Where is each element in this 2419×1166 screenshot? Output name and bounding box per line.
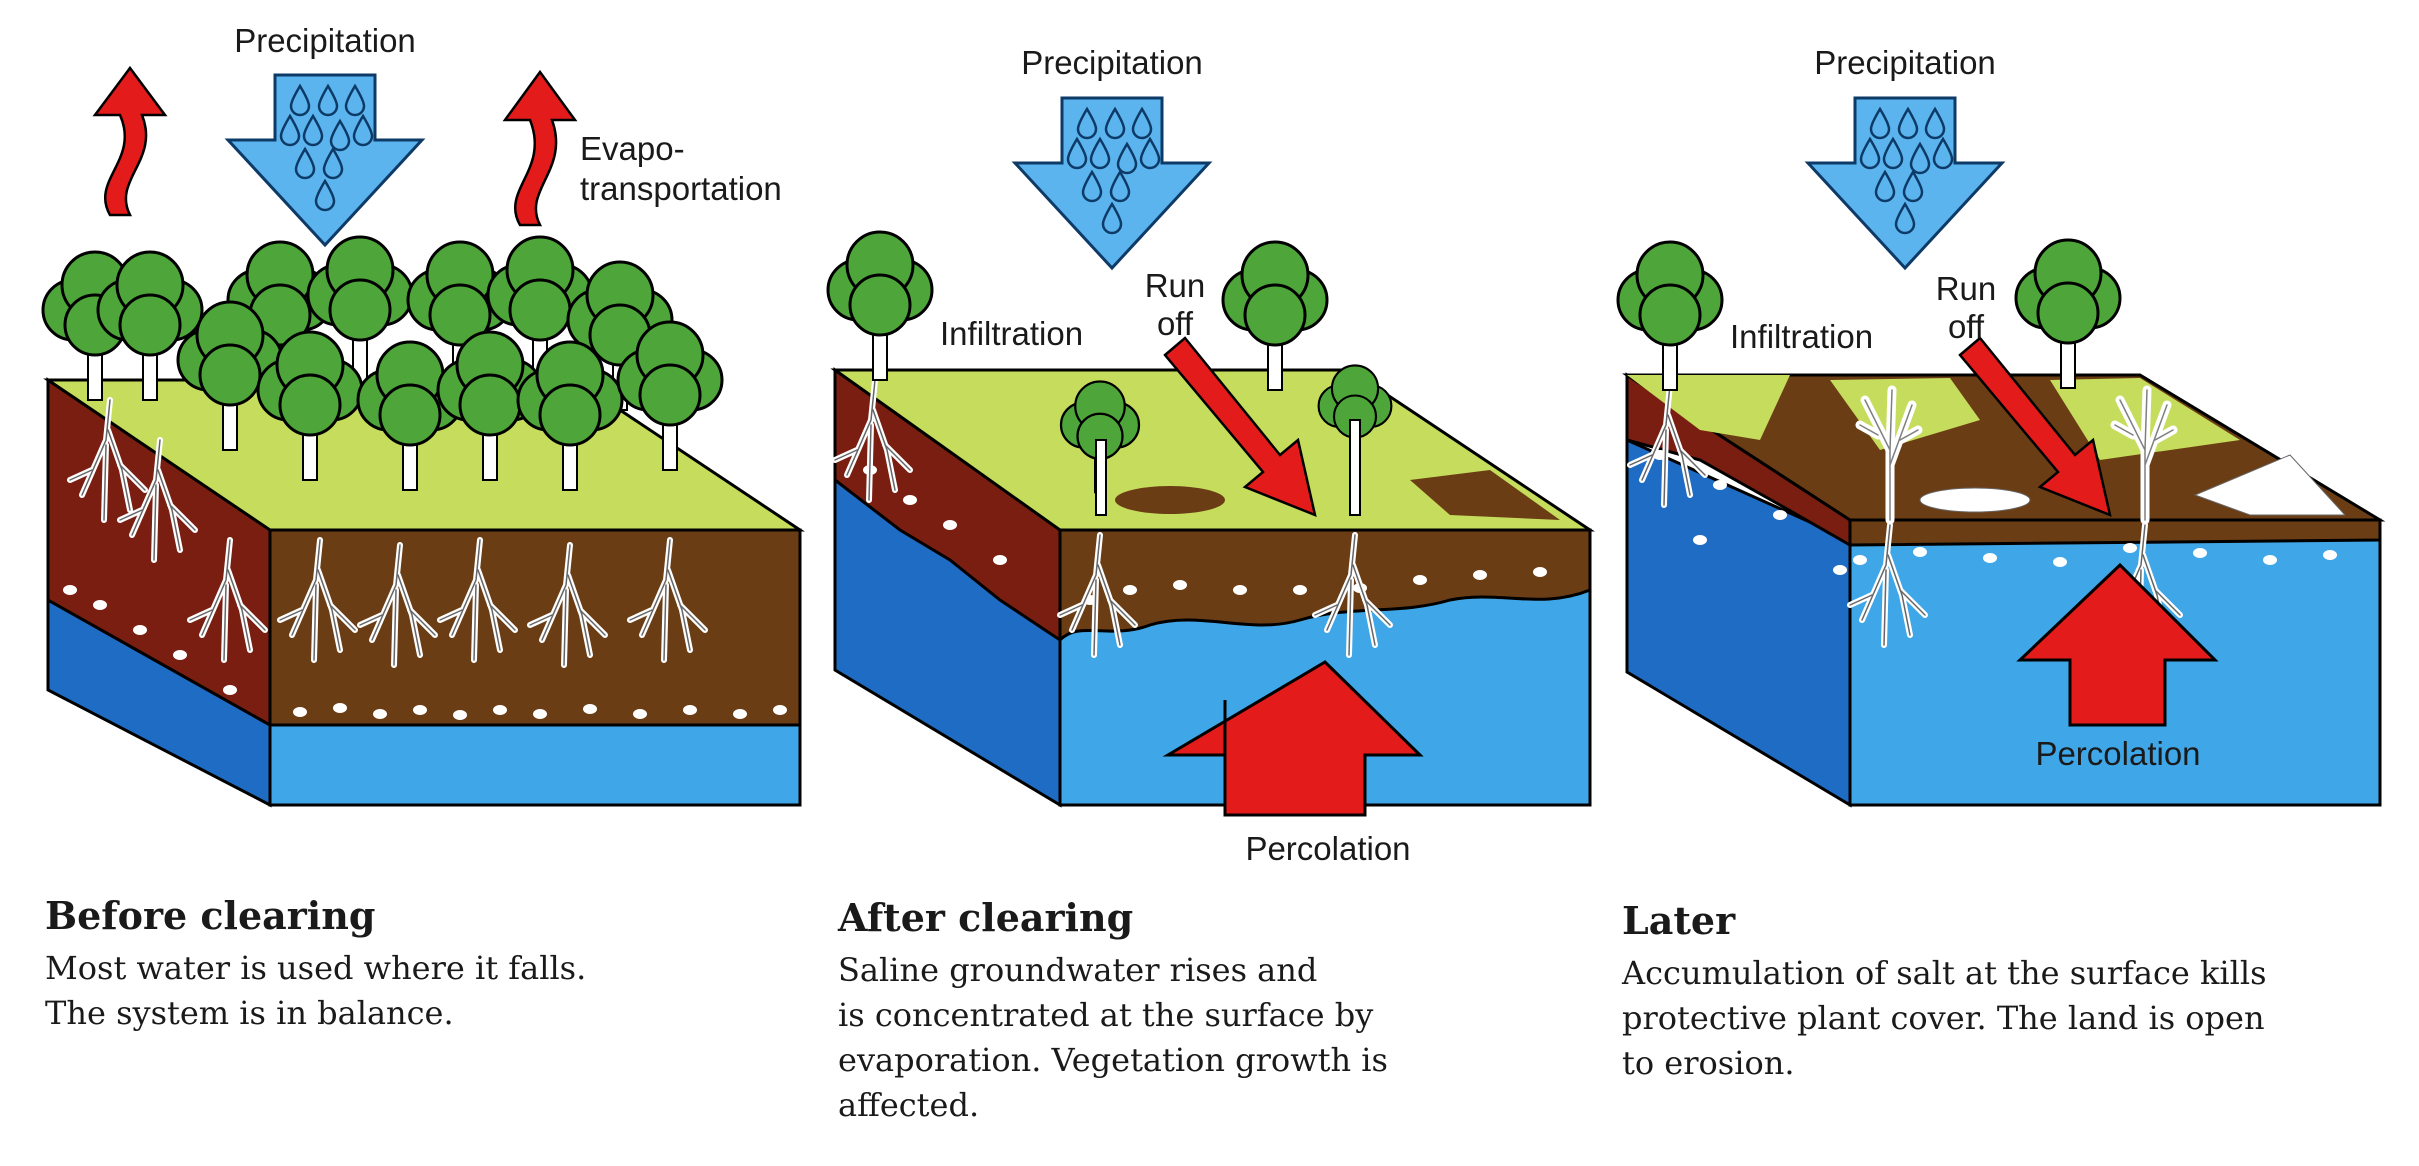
evapo-label-line2: transportation (580, 170, 782, 207)
runoff-label-2-line1: Run (1145, 267, 1206, 304)
caption-text-later: Accumulation of salt at the surface kill… (1622, 954, 2267, 1082)
evapo-arrow-left (92, 65, 168, 217)
block3-soil-front (1848, 518, 2382, 547)
panel-after-clearing: Precipitation Infiltration Run off Perco… (826, 44, 1595, 867)
block2-soil-front (1058, 528, 1592, 644)
precipitation-label-3: Precipitation (1814, 44, 1996, 81)
caption-title-after: After clearing (838, 895, 1134, 940)
caption-later: Later Accumulation of salt at the surfac… (1622, 898, 2402, 1086)
percolation-arrow-3 (2016, 562, 2219, 727)
precipitation-arrow-2 (1015, 98, 1209, 268)
block1-water-front (268, 723, 802, 807)
precipitation-arrow-3 (1808, 98, 2002, 268)
caption-title-later: Later (1622, 898, 1736, 943)
runoff-label-3-line2: off (1948, 308, 1985, 345)
block3-salt-patch-2 (2193, 454, 2347, 516)
percolation-label-3: Percolation (2035, 735, 2200, 772)
infiltration-label-2: Infiltration (940, 315, 1083, 352)
precipitation-label-1: Precipitation (234, 22, 416, 59)
runoff-label-3-line1: Run (1936, 270, 1997, 307)
panel-later: Precipitation Infiltration Run off Perco… (1616, 44, 2386, 808)
percolation-arrow-2 (1162, 660, 1424, 817)
panel-before-clearing: Precipitation Evapo- transportation (41, 22, 805, 808)
runoff-label-2-line2: off (1157, 305, 1194, 342)
block2-bare-patch-2 (1410, 470, 1560, 520)
caption-after-clearing: After clearing Saline groundwater rises … (838, 895, 1598, 1128)
block2-bare-patch-1 (1115, 486, 1225, 514)
infiltration-label-3: Infiltration (1730, 318, 1873, 355)
runoff-arrow-2 (1163, 336, 1317, 518)
caption-text-after: Saline groundwater rises and is concentr… (838, 951, 1388, 1124)
percolation-label-2: Percolation (1245, 830, 1410, 867)
caption-title-before: Before clearing (45, 893, 376, 938)
block3-salt-patch-1 (1919, 487, 2031, 513)
runoff-arrow-3 (1958, 336, 2112, 518)
precipitation-label-2: Precipitation (1021, 44, 1203, 81)
caption-text-before: Most water is used where it falls. The s… (45, 949, 587, 1032)
precipitation-arrow-1 (228, 75, 422, 245)
evapo-label-line1: Evapo- (580, 130, 685, 167)
caption-before-clearing: Before clearing Most water is used where… (45, 893, 785, 1036)
evapo-arrow-right (502, 69, 578, 227)
